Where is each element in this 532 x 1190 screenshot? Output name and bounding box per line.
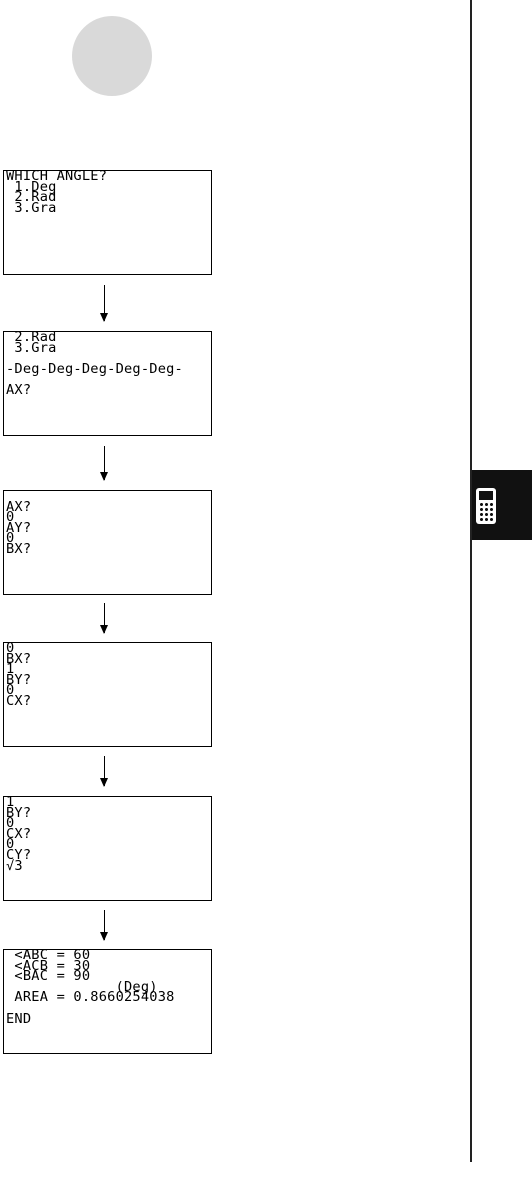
screen-line: 1	[6, 795, 15, 810]
screen-line: 3.Gra	[6, 340, 57, 356]
screen-line: 1	[6, 662, 15, 678]
margin-rule	[470, 0, 472, 1162]
screen-line: <ABC = 60	[6, 948, 91, 963]
screen-line: 2.Rad	[6, 330, 57, 345]
calculator-screen-1: WHICH ANGLE? 1.Deg 2.Rad 3.Gra	[3, 170, 212, 275]
calculator-icon	[476, 488, 496, 524]
screen-line	[6, 375, 219, 386]
screen-line: AX?	[6, 382, 32, 398]
screen-line: BY?	[6, 672, 32, 688]
screen-line: 1.Deg	[6, 179, 57, 195]
screen-line: AY?	[6, 520, 32, 536]
screen-line: 0	[6, 837, 15, 853]
screen-line: CX?	[6, 693, 32, 709]
screen-line: CX?	[6, 826, 32, 842]
screen-line: 2.Rad	[6, 190, 57, 206]
calculator-screen-4: 0 BX? 1 BY? 0 CX?	[3, 642, 212, 747]
screen-line: 0	[6, 531, 15, 547]
calculator-screen-5: 1 BY? 0 CX? 0 CY? √3	[3, 796, 212, 901]
screen-line: WHICH ANGLE?	[6, 169, 108, 184]
screen-line: 0	[6, 816, 15, 832]
calculator-screen-6: <ABC = 60 <ACB = 30 <BAC = 90 (Deg) AREA…	[3, 949, 212, 1054]
screen-line: <ACB = 30	[6, 958, 91, 974]
screen-line: (Deg)	[6, 979, 158, 995]
step-circle	[72, 16, 152, 96]
screen-line: 0	[6, 641, 15, 656]
flow-arrow	[100, 910, 108, 941]
screen-line: BX?	[6, 541, 32, 557]
screen-line: AX?	[6, 499, 32, 515]
flow-arrow	[100, 603, 108, 634]
screen-line: <BAC = 90	[6, 969, 91, 985]
screen-line: END	[6, 1011, 32, 1027]
screen-line: 3.Gra	[6, 200, 57, 216]
calculator-screen-2: 2.Rad 3.Gra -Deg-Deg-Deg-Deg-Deg- AX?	[3, 331, 212, 436]
screen-line: CY?	[6, 847, 32, 863]
flow-arrow	[100, 446, 108, 481]
screen-line: AREA = 0.8660254038	[6, 990, 175, 1006]
calculator-screen-3: AX? 0 AY? 0 BX?	[3, 490, 212, 595]
screen-line: -Deg-Deg-Deg-Deg-Deg-	[6, 361, 183, 377]
screen-line: BY?	[6, 805, 32, 821]
screen-line: √3	[6, 858, 23, 874]
screen-line: 0	[6, 683, 15, 699]
flow-arrow	[100, 756, 108, 787]
flow-arrow	[100, 285, 108, 322]
screen-line	[6, 1004, 219, 1015]
screen-line: 0	[6, 510, 15, 526]
screen-line: BX?	[6, 651, 32, 667]
